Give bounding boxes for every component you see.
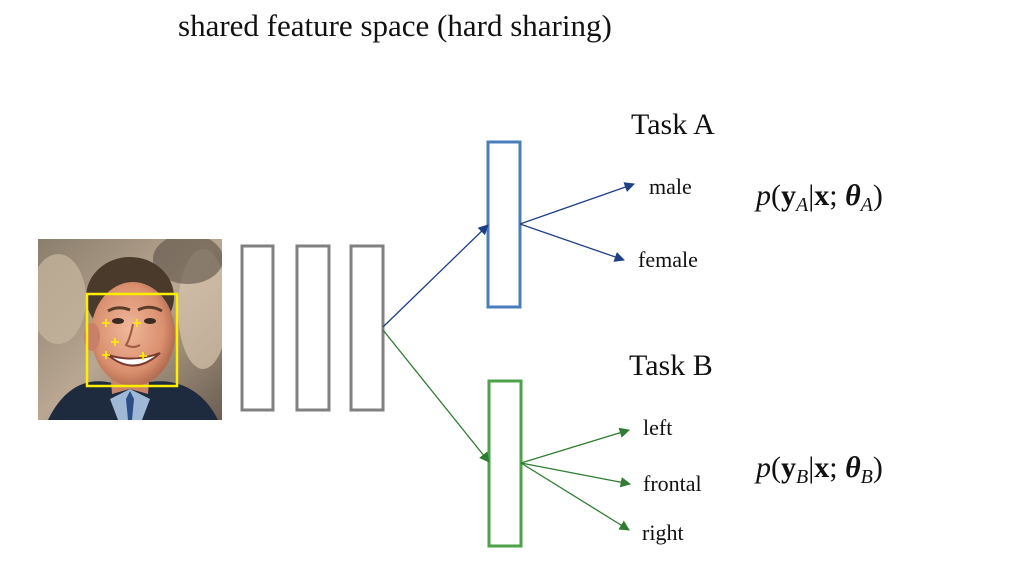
arrow-task-a-male <box>519 182 635 225</box>
task-b-formula: p(yB|x; θB) <box>756 451 883 488</box>
task-a-layer <box>486 140 522 309</box>
arrow-task-b-right <box>520 462 630 531</box>
arrow-task-b-left <box>520 427 630 464</box>
arrow-shared-to-task-b <box>382 329 490 463</box>
task-a-output-male: male <box>649 174 692 199</box>
shared-layer-3 <box>349 244 385 412</box>
arrow-task-b-frontal <box>520 462 632 488</box>
face-photo <box>38 239 222 420</box>
task-b-title: Task B <box>629 349 713 382</box>
task-a-formula: p(yA|x; θA) <box>756 179 883 216</box>
shared-layer-1 <box>240 244 275 412</box>
diagram-title: shared feature space (hard sharing) <box>178 8 612 43</box>
arrow-shared-to-task-a <box>382 224 489 328</box>
task-b-output-left: left <box>643 415 673 440</box>
task-a-output-female: female <box>638 247 698 272</box>
task-b-output-right: right <box>642 520 684 545</box>
task-b-output-frontal: frontal <box>643 471 702 496</box>
task-b-layer <box>487 379 523 548</box>
task-a-title: Task A <box>631 108 715 141</box>
arrow-task-a-female <box>519 223 625 262</box>
shared-layer-2 <box>295 244 331 412</box>
